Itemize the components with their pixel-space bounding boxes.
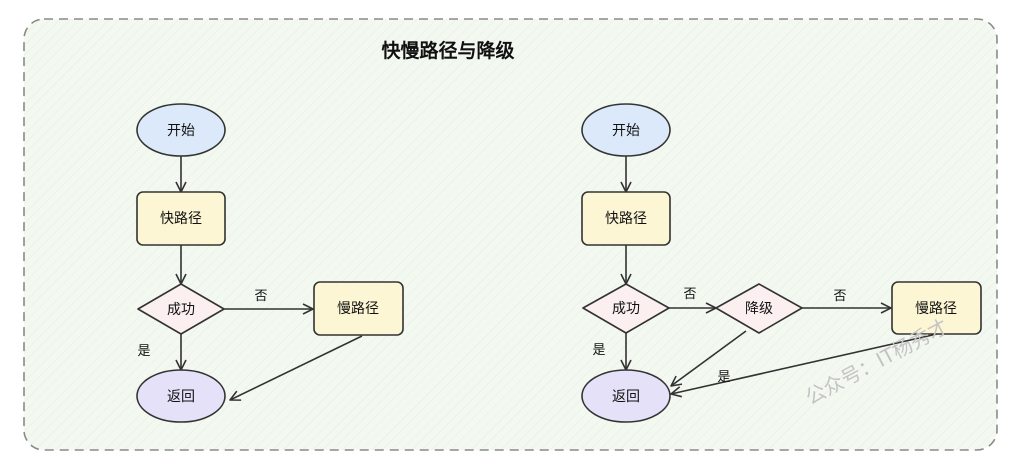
left-start-node <box>136 103 226 157</box>
left-return-label: 返回 <box>167 389 195 405</box>
left-success-label: 成功 <box>167 302 195 318</box>
right-slow-path-node <box>891 281 982 335</box>
diagram-title: 快慢路径与降级 <box>381 39 514 62</box>
right-fast-path-label: 快路径 <box>605 211 647 227</box>
left-fast-path-node <box>136 191 226 246</box>
right-start-node <box>581 103 671 157</box>
right-success-label: 成功 <box>612 301 640 317</box>
right-degrade-label: 降级 <box>745 301 773 317</box>
right-edge-slow-return <box>670 333 938 398</box>
right-fast-path-node <box>581 191 671 246</box>
right-edge-label-yes-2: 是 <box>717 370 730 385</box>
right-start-label: 开始 <box>612 123 640 139</box>
right-return-node <box>581 369 671 423</box>
right-slow-path-label: 慢路径 <box>915 300 957 317</box>
left-return-node <box>136 369 226 423</box>
right-edge-label-yes-1: 是 <box>592 343 605 358</box>
right-edge-label-no-1: 否 <box>683 287 696 302</box>
right-edge-degrade-return <box>670 330 747 387</box>
right-degrade-decision <box>715 283 803 334</box>
left-flow: 否 是 开始 快路径 成功 慢路径 返回 <box>136 103 404 423</box>
left-success-decision <box>137 283 225 335</box>
left-fast-path-label: 快路径 <box>160 211 202 227</box>
right-flow: 否 否 是 是 开始 快路径 成功 降级 慢路径 返回 <box>581 103 982 423</box>
right-return-label: 返回 <box>612 389 640 405</box>
left-slow-path-label: 慢路径 <box>337 300 379 317</box>
diagram-container <box>23 18 998 451</box>
left-slow-path-node <box>313 281 404 336</box>
left-edge-label-no: 否 <box>254 289 267 304</box>
right-success-decision <box>582 283 670 334</box>
left-edge-slow-return <box>229 335 363 401</box>
right-edge-label-no-2: 否 <box>833 289 846 304</box>
left-start-label: 开始 <box>167 123 195 139</box>
left-edge-label-yes: 是 <box>137 344 150 359</box>
